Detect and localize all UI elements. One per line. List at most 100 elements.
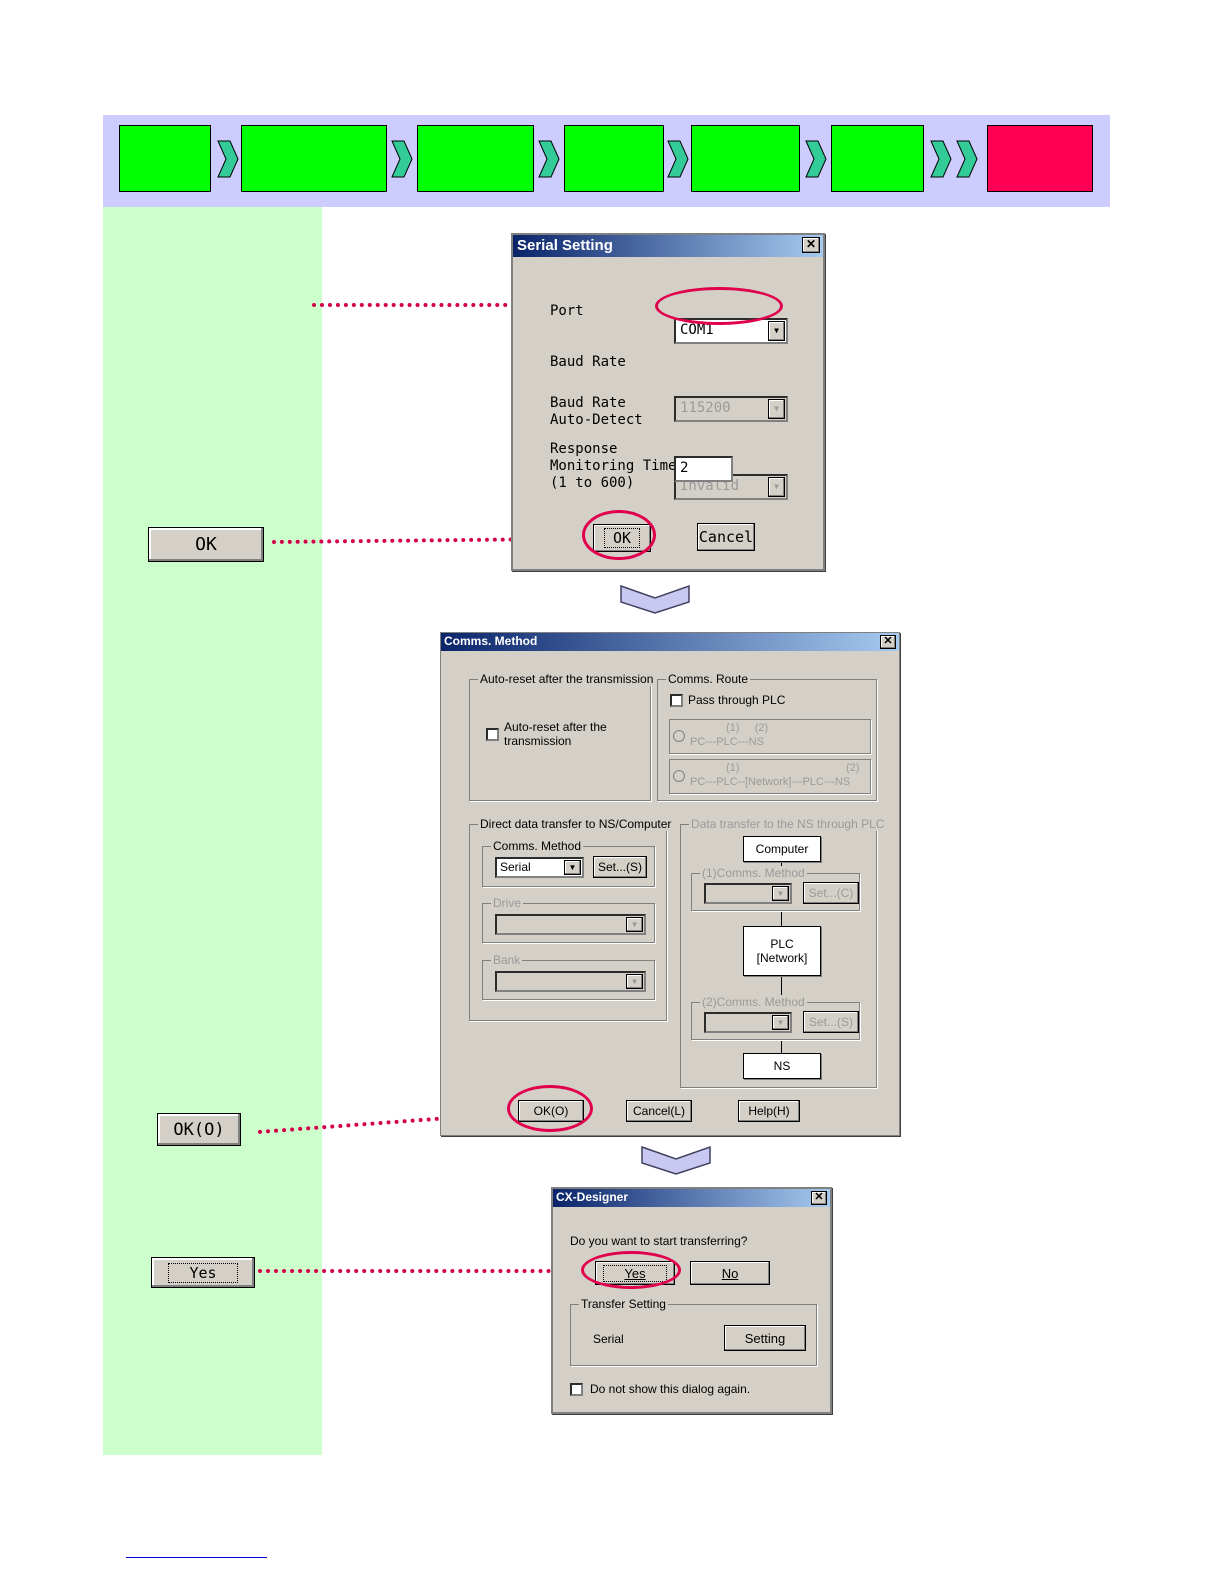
setting-button[interactable]: Setting xyxy=(724,1325,806,1351)
route-1-path: PC---PLC---NS xyxy=(690,736,764,748)
close-icon[interactable]: ✕ xyxy=(802,237,820,253)
autoreset-check-label-line2: transmission xyxy=(504,734,572,748)
close-icon[interactable]: ✕ xyxy=(811,1191,827,1205)
highlight-yes-ring xyxy=(581,1251,681,1289)
chevron-down-icon[interactable]: ▼ xyxy=(772,1015,789,1030)
set-s2-button[interactable]: Set...(S) xyxy=(803,1011,859,1033)
pass-through-plc-label: Pass through PLC xyxy=(688,693,786,707)
chevron-right-icon xyxy=(930,140,952,178)
chevron-right-icon xyxy=(391,140,413,178)
progress-step-current xyxy=(987,125,1093,192)
no-button[interactable]: No xyxy=(690,1261,770,1285)
chevron-down-icon[interactable]: ▼ xyxy=(564,860,581,875)
comms-cancel-button[interactable]: Cancel(L) xyxy=(626,1100,692,1122)
route-2-radio[interactable] xyxy=(673,770,685,782)
progress-step-2 xyxy=(241,125,387,192)
serial-cancel-label: Cancel xyxy=(698,528,754,546)
no-label: No xyxy=(721,1265,739,1281)
response-label-line2: Monitoring Time xyxy=(550,458,677,474)
autodetect-value: Invalid xyxy=(680,478,740,494)
progress-step-5 xyxy=(691,125,800,192)
setting-label: Setting xyxy=(744,1330,786,1346)
comms-cancel-label: Cancel(L) xyxy=(632,1104,686,1118)
chevron-down-icon[interactable]: ▼ xyxy=(768,477,785,497)
route-option-1[interactable]: (1) (2) PC---PLC---NS xyxy=(669,719,871,754)
port-label: Port xyxy=(550,303,584,319)
autodetect-select[interactable]: Invalid ▼ xyxy=(674,474,788,500)
route-2-number-1: (1) xyxy=(726,762,740,774)
footnote-rule xyxy=(126,1557,267,1558)
baud-rate-label: Baud Rate xyxy=(550,354,626,370)
serial-setting-dialog: Serial Setting ✕ Port COM1 ▼ Baud Rate 1… xyxy=(511,233,825,571)
progress-step-1 xyxy=(119,125,211,192)
method2-group-title: (2)Comms. Method xyxy=(700,995,807,1009)
response-time-input[interactable]: 2 xyxy=(674,456,733,482)
plc-network-label: [Network] xyxy=(756,951,808,965)
autoreset-checkbox[interactable] xyxy=(486,728,499,741)
response-label-line3: (1 to 600) xyxy=(550,475,635,491)
ns-box: NS xyxy=(743,1053,821,1079)
route-2-path: PC---PLC--[Network]---PLC---NS xyxy=(690,776,851,788)
yes-button-label: Yes xyxy=(168,1262,238,1283)
serial-cancel-button[interactable]: Cancel xyxy=(697,523,755,551)
dialog-title: CX-Designer xyxy=(556,1190,629,1204)
route-1-radio[interactable] xyxy=(673,730,685,742)
drive-select[interactable]: ▼ xyxy=(495,914,646,935)
plc-label: PLC xyxy=(770,937,794,951)
autodetect-label-line2: Auto-Detect xyxy=(550,412,643,428)
set-s-button[interactable]: Set...(S) xyxy=(593,856,647,878)
route-option-2[interactable]: (1) (2) PC---PLC--[Network]---PLC---NS xyxy=(669,759,871,794)
response-label-line1: Response xyxy=(550,441,618,457)
chevron-right-icon xyxy=(667,140,689,178)
cx-designer-dialog: CX-Designer ✕ Do you want to start trans… xyxy=(551,1187,832,1414)
chevron-down-icon[interactable]: ▼ xyxy=(772,886,789,901)
computer-label: Computer xyxy=(755,842,809,856)
comms-method-titlebar: Comms. Method ✕ xyxy=(441,633,899,651)
response-time-value: 2 xyxy=(680,460,689,476)
set-c-button[interactable]: Set...(C) xyxy=(803,882,859,904)
comms-route-group-title: Comms. Route xyxy=(666,672,751,686)
dialog-title: Comms. Method xyxy=(444,634,538,648)
ns-label: NS xyxy=(773,1059,791,1073)
method2-group: (2)Comms. Method ▼ Set...(S) xyxy=(691,995,860,1040)
through-plc-group-title: Data transfer to the NS through PLC xyxy=(689,817,887,831)
chevron-down-icon[interactable]: ▼ xyxy=(626,917,643,932)
bank-group-title: Bank xyxy=(491,953,523,967)
transfer-setting-title: Transfer Setting xyxy=(579,1297,668,1311)
chevron-down-icon[interactable]: ▼ xyxy=(768,321,785,341)
pass-through-plc-checkbox[interactable] xyxy=(670,694,683,707)
autoreset-check-label: Auto-reset after the transmission xyxy=(504,720,607,748)
yes-button-illustration: Yes xyxy=(151,1257,255,1288)
dialog-title: Serial Setting xyxy=(517,237,613,254)
ok-button-label: OK xyxy=(195,534,217,555)
method-group: Comms. Method Serial ▼ Set...(S) xyxy=(482,839,655,887)
computer-box: Computer xyxy=(743,836,821,862)
set-s2-label: Set...(S) xyxy=(808,1015,853,1029)
comms-help-button[interactable]: Help(H) xyxy=(738,1100,800,1122)
method-select[interactable]: Serial ▼ xyxy=(495,857,584,878)
highlight-ok-o-ring xyxy=(507,1085,593,1132)
bank-group: Bank ▼ xyxy=(482,953,655,1000)
chevron-right-icon xyxy=(956,140,978,178)
bank-select[interactable]: ▼ xyxy=(495,971,646,992)
method1-group: (1)Comms. Method ▼ Set...(C) xyxy=(691,866,860,911)
close-icon[interactable]: ✕ xyxy=(880,635,896,649)
autodetect-label: Baud Rate Auto-Detect xyxy=(550,395,643,429)
transfer-question: Do you want to start transferring? xyxy=(570,1234,748,1248)
comms-help-label: Help(H) xyxy=(748,1104,790,1118)
baud-rate-select[interactable]: 115200 ▼ xyxy=(674,396,788,422)
leader-line-yes xyxy=(258,1269,583,1273)
chevron-down-icon[interactable]: ▼ xyxy=(768,399,785,419)
response-time-label: Response Monitoring Time (1 to 600) xyxy=(550,441,676,492)
dont-show-checkbox[interactable] xyxy=(570,1383,583,1396)
leader-line-port xyxy=(312,303,659,307)
method2-select[interactable]: ▼ xyxy=(704,1012,792,1033)
through-plc-group: Data transfer to the NS through PLC Comp… xyxy=(680,817,887,1088)
chevron-down-icon[interactable]: ▼ xyxy=(626,974,643,989)
highlight-port-ring xyxy=(655,287,783,325)
autoreset-check-label-line1: Auto-reset after the xyxy=(504,720,607,734)
progress-step-4 xyxy=(564,125,664,192)
method1-select[interactable]: ▼ xyxy=(704,883,792,904)
transfer-setting-value: Serial xyxy=(593,1332,624,1346)
ok-button-illustration: OK xyxy=(148,527,264,562)
